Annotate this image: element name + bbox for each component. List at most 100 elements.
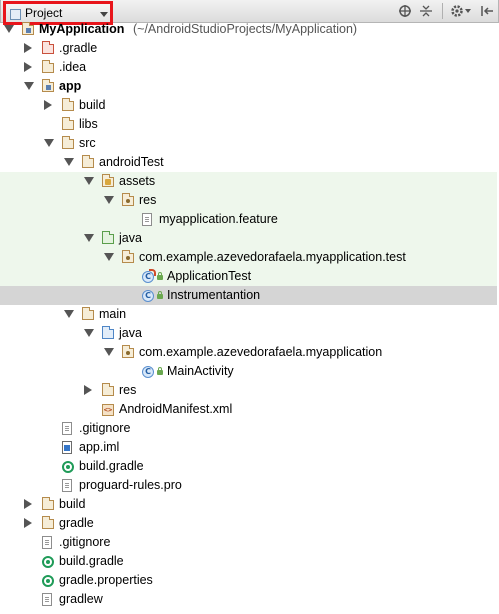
tree-row[interactable]: .gitignore [0, 419, 497, 438]
tree-item-label: app [59, 79, 82, 93]
expanded-arrow-icon[interactable] [84, 177, 94, 185]
folder-icon [82, 155, 94, 168]
tree-row[interactable]: <> AndroidManifest.xml [0, 400, 497, 419]
toolbar-separator [442, 3, 443, 19]
tree-item-label: app.iml [79, 440, 120, 454]
tree-row[interactable]: build.gradle [0, 552, 497, 571]
dropdown-arrow-icon [100, 12, 108, 17]
tree-row[interactable]: proguard-rules.pro [0, 476, 497, 495]
tree-item-label: build [59, 497, 86, 511]
tree-item-label: gradle [59, 516, 94, 530]
tree-item-label: res [139, 193, 157, 207]
expanded-arrow-icon[interactable] [84, 234, 94, 242]
hide-icon[interactable] [480, 4, 494, 18]
tree-item-label: MyApplication [39, 22, 125, 36]
file-icon [142, 213, 152, 226]
tree-row[interactable]: src [0, 134, 497, 153]
tree-item-label: ApplicationTest [167, 269, 252, 283]
tree-row[interactable]: app [0, 77, 497, 96]
tree-item-label: libs [79, 117, 98, 131]
tree-row[interactable]: res [0, 381, 497, 400]
tree-row[interactable]: build [0, 96, 497, 115]
tree-row[interactable]: gradlew [0, 590, 497, 609]
project-path: (~/AndroidStudioProjects/MyApplication) [133, 22, 358, 36]
folder-blue-icon [102, 326, 114, 339]
tree-row[interactable]: .idea [0, 58, 497, 77]
package-icon [122, 193, 134, 206]
project-icon [10, 9, 21, 20]
collapsed-arrow-icon[interactable] [84, 385, 92, 395]
scroll-from-source-icon[interactable] [398, 4, 412, 18]
tree-row[interactable]: java [0, 324, 497, 343]
tree-item-label: java [119, 231, 142, 245]
collapsed-arrow-icon[interactable] [24, 499, 32, 509]
folder-icon [82, 307, 94, 320]
folder-icon [62, 98, 74, 111]
expanded-arrow-icon[interactable] [104, 253, 114, 261]
tree-row[interactable]: main [0, 305, 497, 324]
tree-item-label: build [79, 98, 106, 112]
tree-row[interactable]: res [0, 191, 497, 210]
tree-row[interactable]: MyApplication (~/AndroidStudioProjects/My… [0, 20, 497, 39]
expanded-arrow-icon[interactable] [24, 82, 34, 90]
tree-item-label: java [119, 326, 142, 340]
tree-row[interactable]: .gitignore [0, 533, 497, 552]
tree-item-label: myapplication.feature [159, 212, 278, 226]
collapsed-arrow-icon[interactable] [44, 100, 52, 110]
tree-item-label: .idea [59, 60, 87, 74]
tree-row[interactable]: app.iml [0, 438, 497, 457]
folder-green-icon [102, 231, 114, 244]
file-icon [42, 593, 52, 606]
access-lock-icon [157, 272, 163, 280]
xml-file-icon: <> [102, 404, 114, 416]
collapse-all-icon[interactable] [419, 4, 433, 18]
tree-item-label: com.example.azevedorafaela.myapplication… [139, 250, 406, 264]
tree-item-label: androidTest [99, 155, 164, 169]
collapsed-arrow-icon[interactable] [24, 62, 32, 72]
access-lock-icon [157, 291, 163, 299]
tree-item-label: build.gradle [79, 459, 144, 473]
expanded-arrow-icon[interactable] [44, 139, 54, 147]
gradle-icon [42, 575, 54, 587]
access-lock-icon [157, 367, 163, 375]
folder-icon [62, 117, 74, 130]
file-icon [42, 536, 52, 549]
tree-row[interactable]: build.gradle [0, 457, 497, 476]
tree-row[interactable]: libs [0, 115, 497, 134]
tree-row[interactable]: gradle.properties [0, 571, 497, 590]
package-icon [122, 345, 134, 358]
tree-row[interactable]: java [0, 229, 497, 248]
settings-icon[interactable] [450, 4, 472, 18]
tree-item-label: AndroidManifest.xml [119, 402, 233, 416]
tree-row[interactable]: androidTest [0, 153, 497, 172]
module-folder-icon [22, 22, 34, 35]
tree-item-label: gradlew [59, 592, 103, 606]
project-toolbar: Project [0, 0, 499, 25]
test-badge-icon [149, 269, 156, 276]
tree-row[interactable]: com.example.azevedorafaela.myapplication [0, 343, 497, 362]
tree-row[interactable]: build [0, 495, 497, 514]
expanded-arrow-icon[interactable] [64, 310, 74, 318]
tree-row[interactable]: com.example.azevedorafaela.myapplication… [0, 248, 497, 267]
tree-item-label: .gitignore [79, 421, 131, 435]
expanded-arrow-icon[interactable] [84, 329, 94, 337]
package-icon [122, 250, 134, 263]
expanded-arrow-icon[interactable] [104, 196, 114, 204]
expanded-arrow-icon[interactable] [104, 348, 114, 356]
collapsed-arrow-icon[interactable] [24, 43, 32, 53]
collapsed-arrow-icon[interactable] [24, 518, 32, 528]
tree-row[interactable]: assets [0, 172, 497, 191]
expanded-arrow-icon[interactable] [4, 25, 14, 33]
module-folder-icon [42, 79, 54, 92]
expanded-arrow-icon[interactable] [64, 158, 74, 166]
folder-icon [42, 516, 54, 529]
tree-row[interactable]: myapplication.feature [0, 210, 497, 229]
tree-row[interactable]: gradle [0, 514, 497, 533]
folder-icon [62, 136, 74, 149]
tree-item-label: gradle.properties [59, 573, 153, 587]
tree-row[interactable]: .gradle [0, 39, 497, 58]
project-view-selector[interactable]: Project [3, 1, 113, 25]
